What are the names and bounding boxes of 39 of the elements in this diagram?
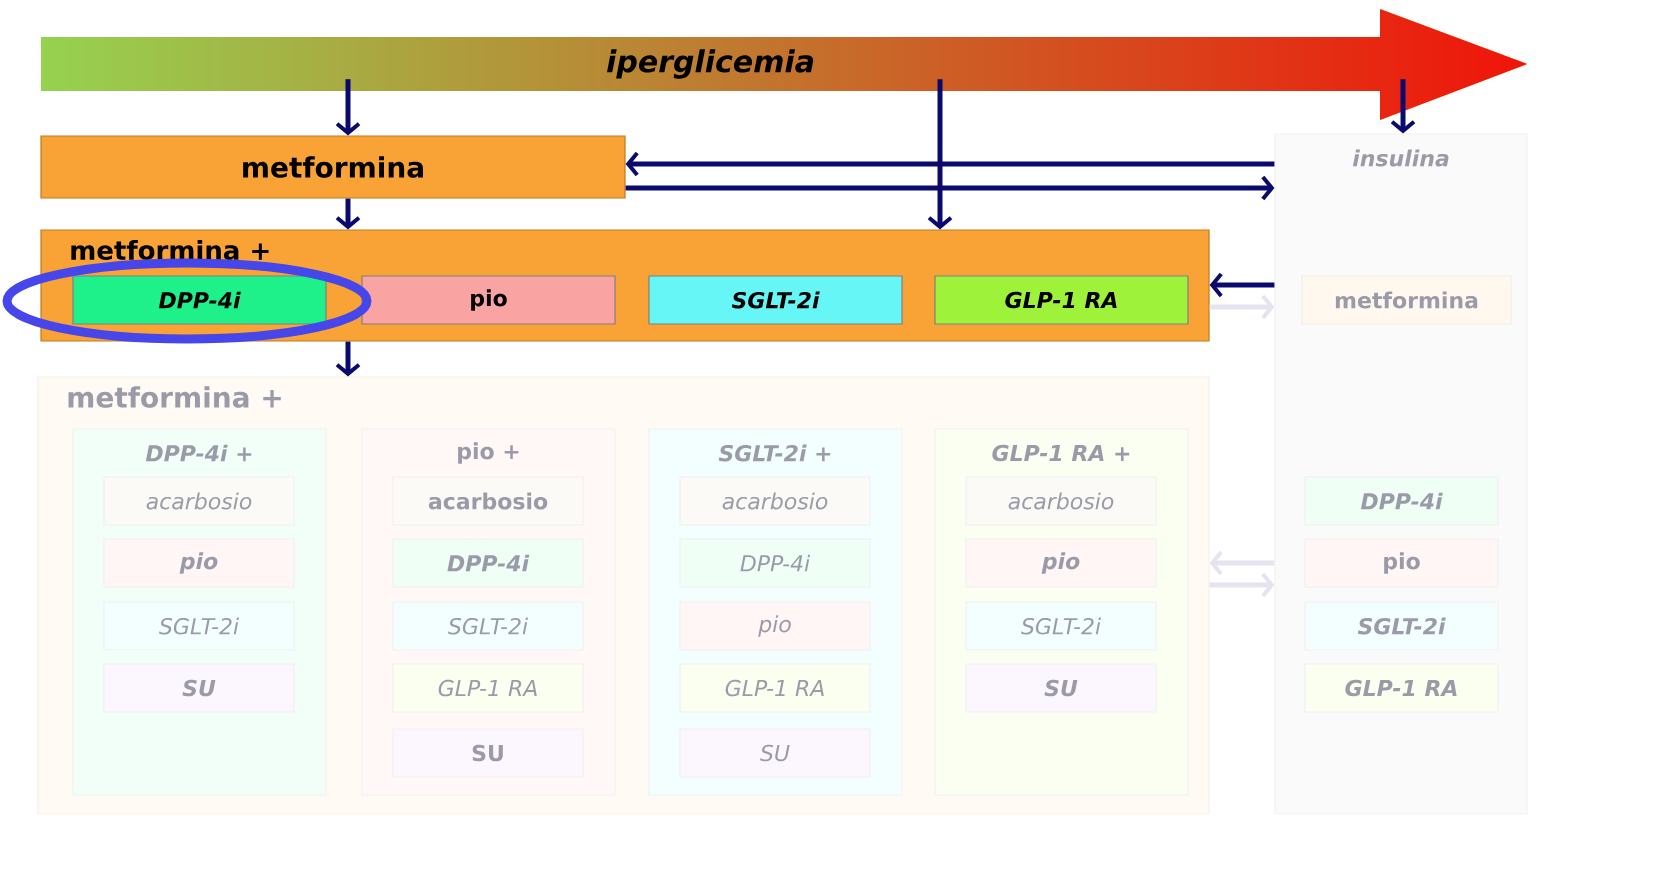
drug-box: GLP-1 RA: [934, 275, 1189, 325]
drug-box: pio: [679, 601, 871, 651]
drug-box: acarbosio: [679, 476, 871, 526]
drug-box: SU: [679, 728, 871, 778]
drug-box: SGLT-2i: [1304, 601, 1499, 651]
drug-box: metformina: [1301, 275, 1512, 325]
drug-box: acarbosio: [103, 476, 295, 526]
drug-box: DPP-4i: [72, 275, 327, 325]
arrow: [625, 151, 1275, 177]
drug-box: acarbosio: [392, 476, 584, 526]
drug-box: acarbosio: [965, 476, 1157, 526]
drug-box: DPP-4i: [392, 538, 584, 588]
therapy-box: metformina: [40, 135, 626, 199]
arrow: [335, 198, 361, 230]
drug-box: pio: [965, 538, 1157, 588]
drug-box: GLP-1 RA: [392, 663, 584, 713]
drug-box: GLP-1 RA: [1304, 663, 1499, 713]
arrow: [1209, 550, 1275, 576]
drug-box: DPP-4i: [679, 538, 871, 588]
drug-box: SU: [103, 663, 295, 713]
arrow: [1209, 272, 1275, 298]
drug-box: SGLT-2i: [103, 601, 295, 651]
arrow: [335, 79, 361, 136]
drug-box: SU: [392, 728, 584, 778]
drug-box: DPP-4i: [1304, 476, 1499, 526]
drug-box: GLP-1 RA: [679, 663, 871, 713]
drug-box: SU: [965, 663, 1157, 713]
drug-box: SGLT-2i: [392, 601, 584, 651]
drug-box: SGLT-2i: [965, 601, 1157, 651]
arrow: [335, 341, 361, 377]
arrow: [1209, 572, 1275, 598]
drug-box: pio: [1304, 538, 1499, 588]
drug-box: pio: [361, 275, 616, 325]
arrow: [1209, 294, 1275, 320]
arrow: [625, 175, 1275, 201]
arrow: [1390, 79, 1416, 134]
drug-box: SGLT-2i: [648, 275, 903, 325]
arrow: [927, 79, 953, 230]
drug-box: pio: [103, 538, 295, 588]
